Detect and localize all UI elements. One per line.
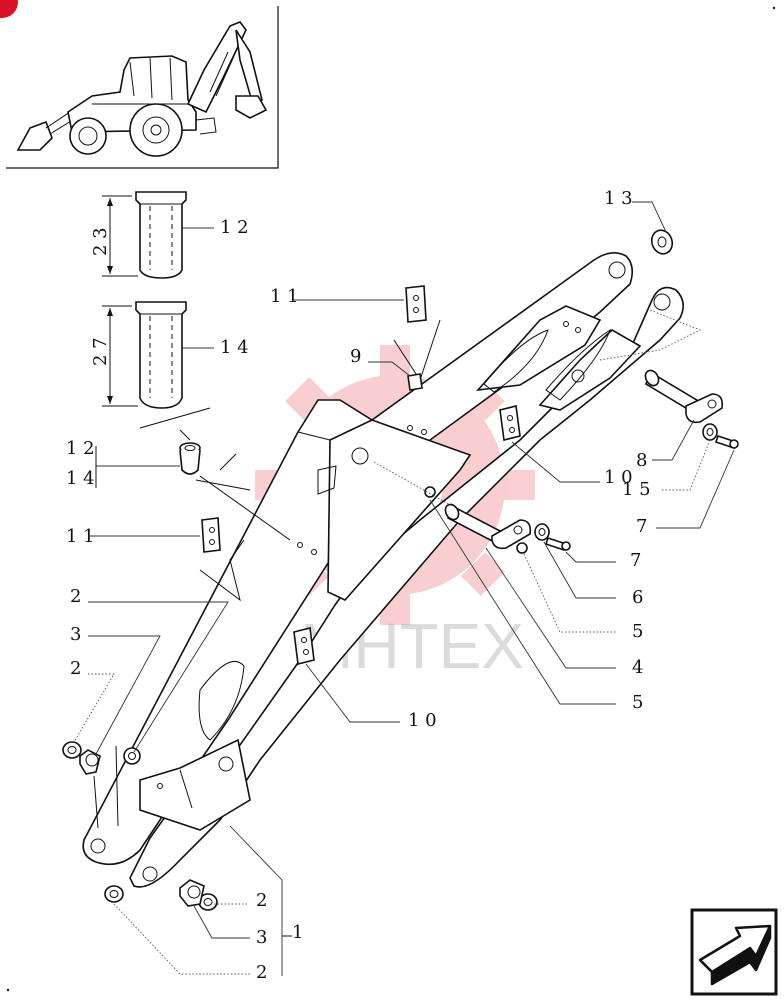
callout-4: 4 [632,657,643,678]
loader-boom-arm [82,252,684,888]
wear-pad-10-lower [293,627,315,665]
callout-2-b: 2 [70,658,81,679]
pivot-pin-8 [644,369,724,424]
callout-11-upper: 1 1 [270,286,299,307]
callout-2-c: 2 [256,890,267,911]
callout-2-d: 2 [256,962,267,983]
callout-14: 1 4 [220,337,249,358]
callout-3-a: 3 [70,624,81,645]
machine-thumbnail [6,6,279,169]
pin-12-length-label: 2 3 [90,227,111,256]
callout-14-lower: 1 4 [66,468,95,489]
callout-11-lower: 1 1 [66,526,95,547]
callout-9: 9 [350,346,361,367]
pin-14-dimension: 2 7 [90,305,138,407]
corner-badge [0,0,18,18]
callout-5-lower: 5 [632,692,643,713]
pivot-pin-4 [444,503,532,550]
wear-pad-10-upper [499,405,521,441]
bushing-12-14 [179,442,201,475]
bolt-7-upper [714,434,739,450]
seal-2-left [62,741,82,759]
pin-14-drawing [135,301,187,409]
seal-2-lower-left [104,885,124,903]
wear-pad-11-lower [201,517,221,553]
pin-12-drawing [135,191,187,279]
grease-nipple-9 [407,373,423,391]
callout-7-upper: 7 [636,516,647,537]
seal-2-left-inner [123,747,141,765]
callout-15: 1 5 [622,479,651,500]
washer-13 [650,229,674,255]
callout-10-upper: 1 0 [604,467,633,488]
callout-6: 6 [632,587,643,608]
bolt-7-middle [544,536,571,552]
wear-pad-11-upper [405,285,427,323]
callout-10-lower: 1 0 [408,710,437,731]
washer-6 [534,523,550,541]
pin-12-dimension: 2 3 [90,195,138,277]
corner-dot [6,988,10,992]
callout-13: 1 3 [604,188,633,209]
callout-5-upper: 5 [632,621,643,642]
pin-14-length-label: 2 7 [90,337,111,366]
callout-2-a: 2 [70,586,81,607]
next-page-button[interactable] [690,908,778,996]
callout-7-middle: 7 [630,550,641,571]
callout-12: 1 2 [220,217,249,238]
bushing-3-lower [179,879,205,907]
callout-1: 1 [292,922,303,943]
callout-12-lower: 1 2 [66,438,95,459]
next-page-arrow-icon [698,924,772,986]
corner-dot [772,6,776,10]
washer-15 [702,423,718,441]
callout-8: 8 [636,450,647,471]
callout-3-b: 3 [256,927,267,948]
grease-fitting-5-lower [516,542,528,554]
bushing-3-left [79,749,101,775]
